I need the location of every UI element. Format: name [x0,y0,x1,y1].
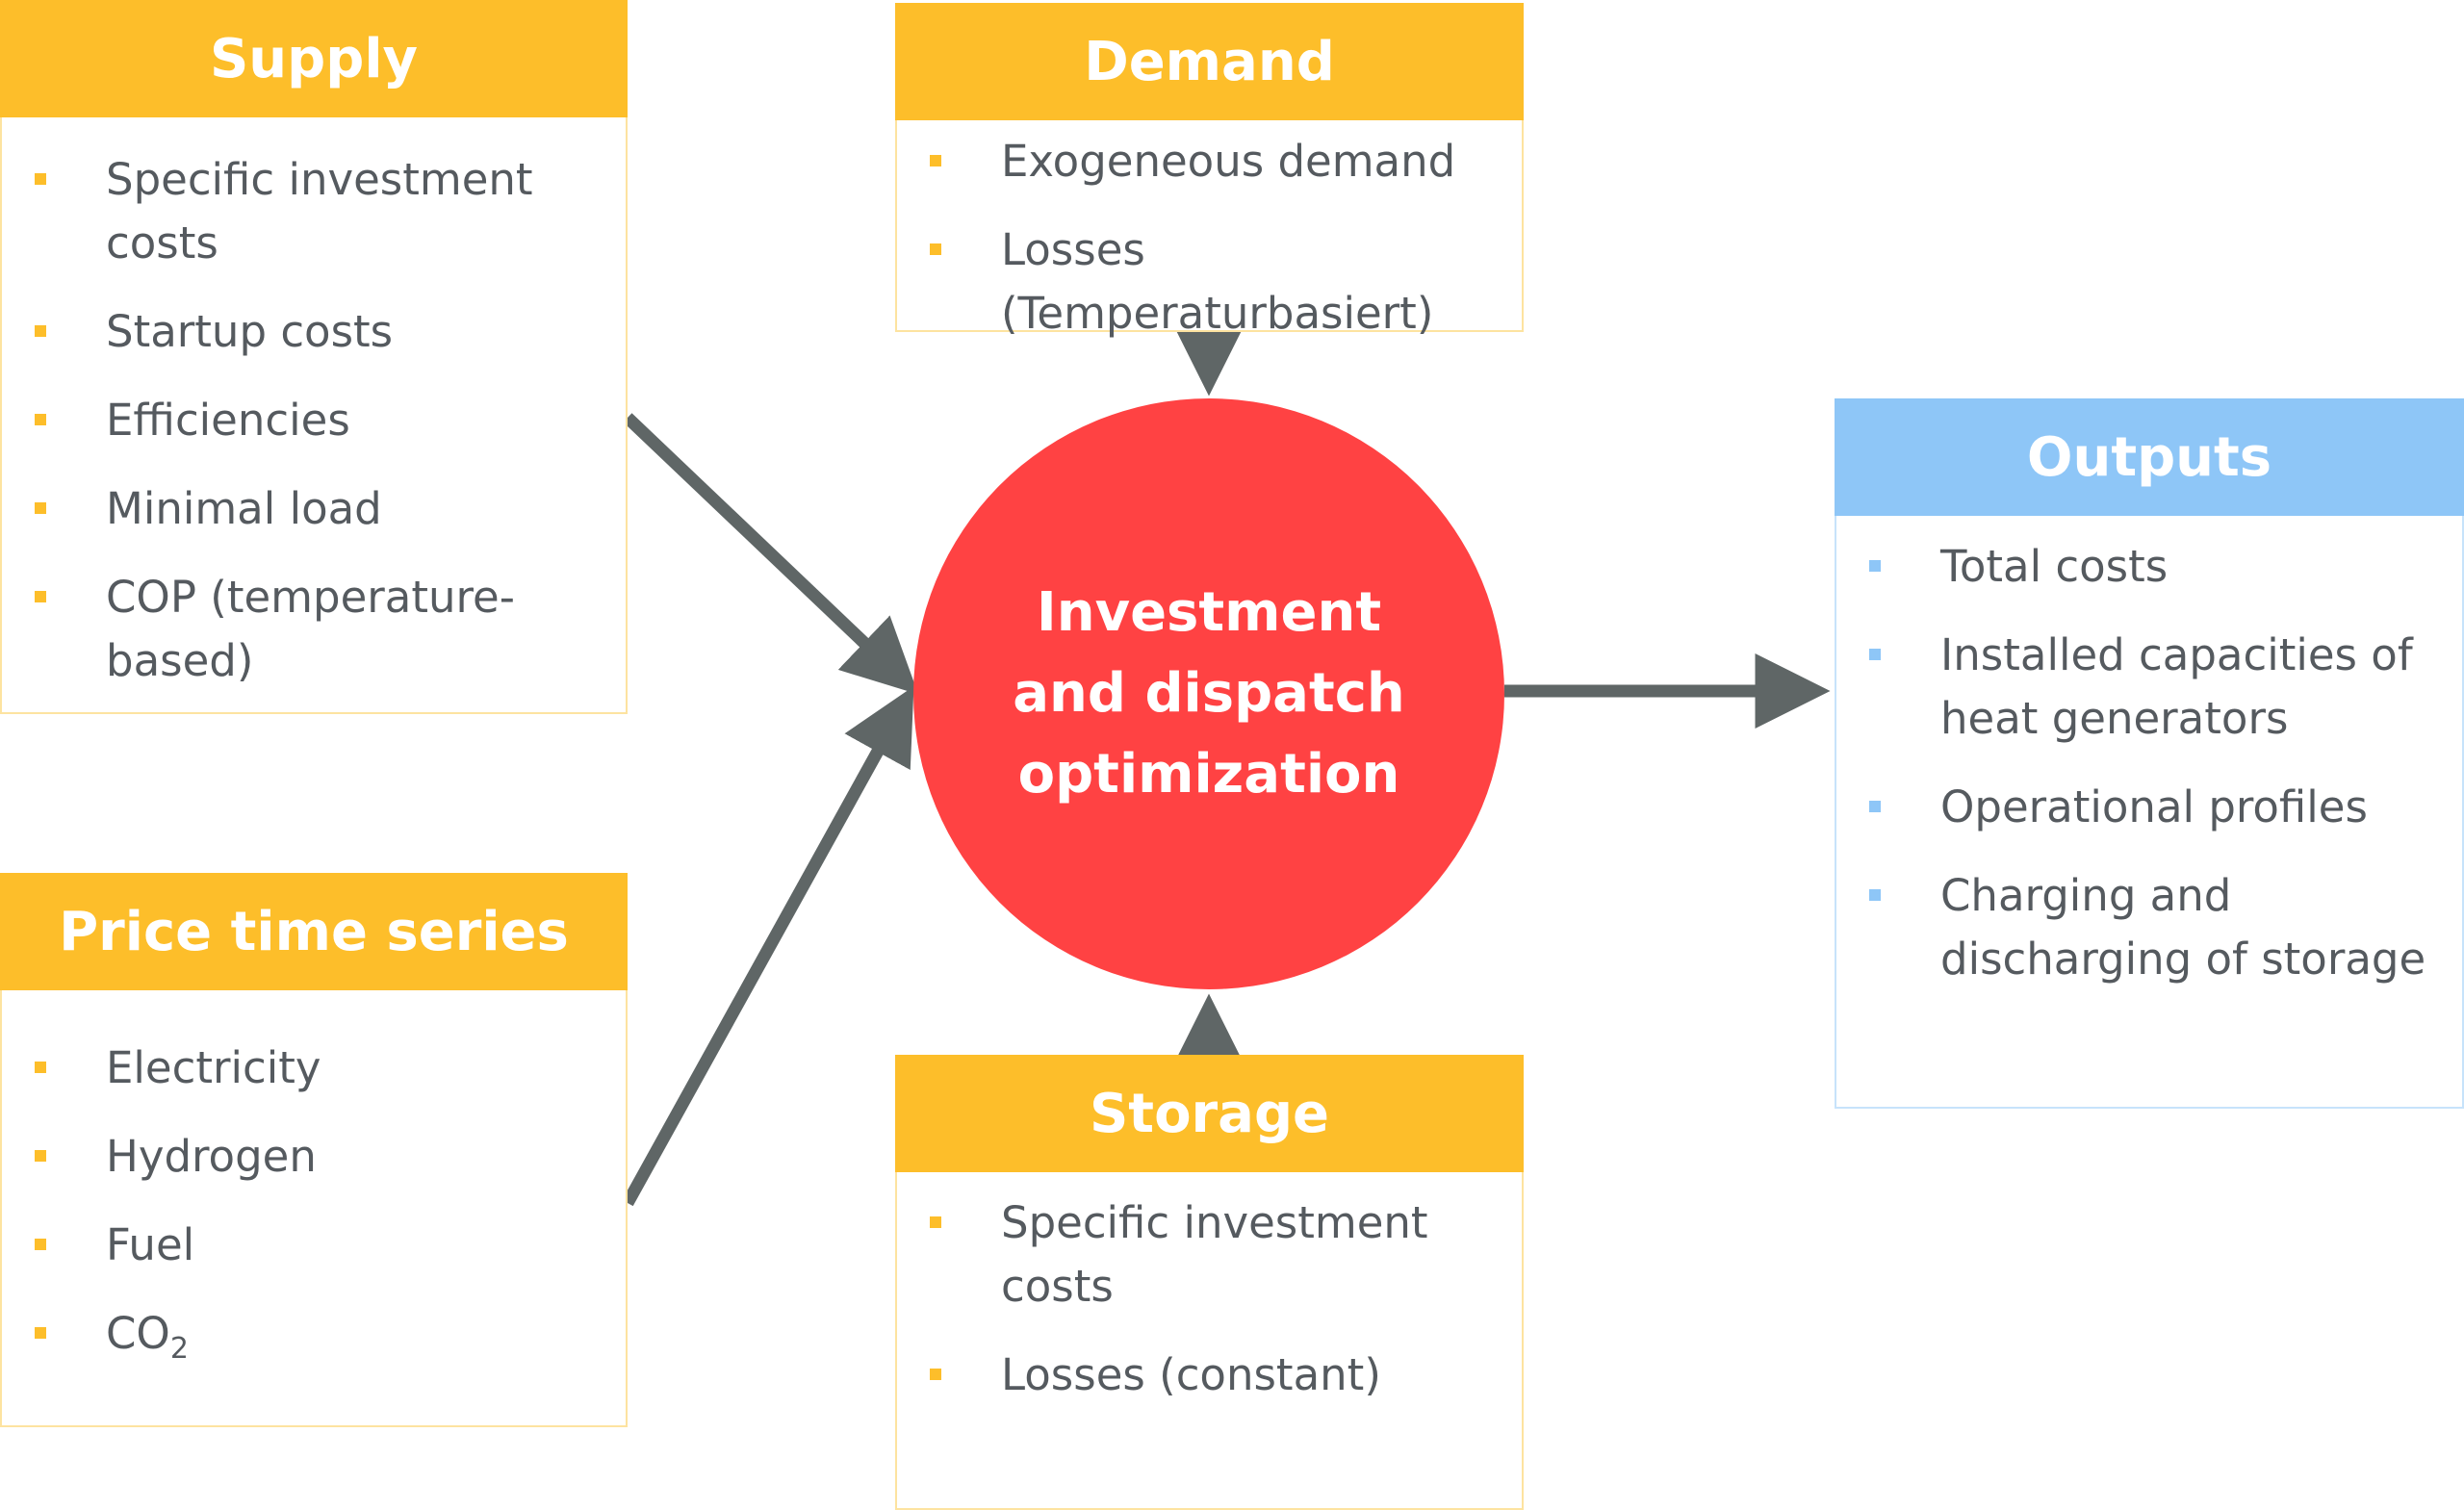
square-bullet-icon [1869,560,1881,572]
square-bullet-icon [35,325,46,337]
arrow-price-to-center [622,685,914,1207]
list-item: Operational profiles [1836,776,2462,839]
price-list-panel: Electricity Hydrogen Fuel CO2 [0,990,628,1427]
list-item: Hydrogen [2,1125,626,1189]
storage-box: Storage Specific investment costs Losses… [895,1055,1524,1510]
list-item: Minimal load [2,477,626,541]
co2-subscript: 2 [169,1332,189,1366]
list-item: CO2 [2,1302,626,1381]
list-item: Startup costs [2,300,626,364]
square-bullet-icon [930,1369,941,1380]
supply-title: Supply [0,0,628,117]
connector-arrows [622,320,1831,1207]
list-item: COP (temperature-based) [2,566,626,693]
square-bullet-icon [930,1216,941,1228]
list-item: Installed capacities of heat generators [1836,624,2462,751]
square-bullet-icon [930,155,941,166]
list-item: Fuel [2,1214,626,1277]
list-item: Total costs [1836,535,2462,599]
square-bullet-icon [35,1062,46,1073]
optimization-circle: Investment and dispatch optimization [913,398,1504,989]
price-time-series-box: Price time series Electricity Hydrogen F… [0,873,628,1427]
demand-list: Exogeneous demand Losses (Temperaturbasi… [897,130,1522,346]
list-item: Charging and discharging of storage [1836,864,2462,991]
square-bullet-icon [1869,649,1881,660]
square-bullet-icon [35,502,46,514]
price-time-series-title: Price time series [0,873,628,990]
demand-box: Demand Exogeneous demand Losses (Tempera… [895,3,1524,339]
square-bullet-icon [1869,889,1881,901]
storage-list-panel: Specific investment costs Losses (consta… [895,1172,1524,1510]
storage-title: Storage [895,1055,1524,1172]
square-bullet-icon [35,591,46,602]
storage-list: Specific investment costs Losses (consta… [897,1191,1522,1407]
supply-list: Specific investment costs Startup costs … [2,148,626,693]
arrow-supply-to-center [623,413,919,695]
price-list: Electricity Hydrogen Fuel CO2 [2,1037,626,1381]
outputs-box: Outputs Total costs Installed capacities… [1835,398,2464,1109]
square-bullet-icon [35,1327,46,1339]
square-bullet-icon [35,414,46,425]
co2-label: CO [106,1308,170,1359]
square-bullet-icon [35,173,46,185]
optimization-label: Investment and dispatch optimization [1013,581,1405,806]
supply-list-panel: Specific investment costs Startup costs … [0,117,628,714]
list-item: Losses (Temperaturbasiert) [897,218,1522,346]
outputs-title: Outputs [1835,398,2464,516]
list-item: Specific investment costs [897,1191,1522,1318]
list-item: Exogeneous demand [897,130,1522,193]
list-item: Losses (constant) [897,1344,1522,1407]
square-bullet-icon [35,1150,46,1162]
outputs-list-panel: Total costs Installed capacities of heat… [1835,516,2464,1109]
demand-list-panel: Exogeneous demand Losses (Temperaturbasi… [895,120,1524,339]
square-bullet-icon [1869,801,1881,812]
demand-title: Demand [895,3,1524,120]
outputs-list: Total costs Installed capacities of heat… [1836,535,2462,991]
square-bullet-icon [35,1239,46,1250]
list-item: Specific investment costs [2,148,626,275]
supply-box: Supply Specific investment costs Startup… [0,0,628,714]
list-item: Electricity [2,1037,626,1100]
list-item: Efficiencies [2,389,626,452]
square-bullet-icon [930,243,941,255]
